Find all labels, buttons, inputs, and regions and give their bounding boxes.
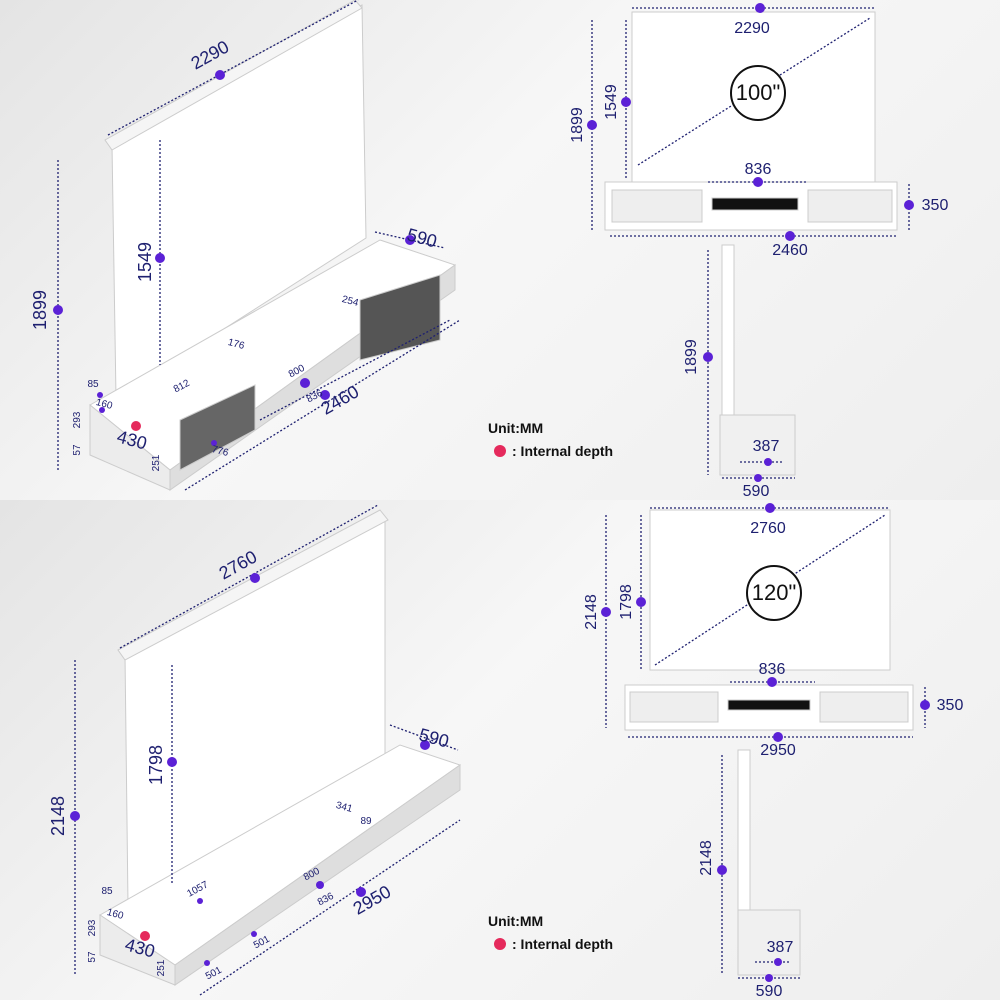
internal-depth-text: : Internal depth xyxy=(512,443,614,459)
diagonal-text: 120" xyxy=(751,580,797,605)
side-height: 1899 xyxy=(683,339,700,375)
side-cabinet xyxy=(719,414,796,476)
internal-depth-marker xyxy=(140,931,150,941)
drawing-120-inch xyxy=(70,503,930,996)
dim-85: 85 xyxy=(87,379,99,390)
dim-89: 89 xyxy=(360,816,372,827)
internal-depth-legend: : Internal depth xyxy=(494,443,613,459)
red-dot-icon xyxy=(494,445,506,457)
internal-depth-marker xyxy=(131,421,141,431)
red-dot-icon xyxy=(494,938,506,950)
front-width: 2290 xyxy=(734,20,770,37)
front-screen-height: 1798 xyxy=(618,584,635,620)
front-cab-height: 350 xyxy=(936,697,964,714)
unit-label: Unit:MM xyxy=(488,420,544,436)
dim-293: 293 xyxy=(72,411,83,429)
side-screen xyxy=(737,749,751,916)
front-screen-height: 1549 xyxy=(603,84,620,120)
dim-height-total: 2148 xyxy=(48,795,68,837)
dim-293: 293 xyxy=(87,919,98,937)
side-cabinet xyxy=(737,909,801,976)
side-inner: 387 xyxy=(766,939,794,956)
diagonal-badge: 100" xyxy=(730,65,786,121)
dim-height-total: 1899 xyxy=(30,289,50,331)
front-height-total: 2148 xyxy=(583,594,600,630)
front-cab-height: 350 xyxy=(921,197,949,214)
side-inner: 387 xyxy=(752,438,780,455)
internal-depth-legend: : Internal depth xyxy=(494,936,613,952)
panel-120-inch: 2760 2148 1798 590 2950 341 89 1057 800 … xyxy=(0,500,1000,1000)
panel-100-inch: 2290 1899 1549 590 2460 254 176 812 800 … xyxy=(0,0,1000,500)
side-depth: 590 xyxy=(742,483,770,500)
diagonal-badge: 120" xyxy=(746,565,802,621)
internal-depth-text: : Internal depth xyxy=(512,936,614,952)
drawing-100-inch xyxy=(53,0,914,491)
front-height-total: 1899 xyxy=(569,107,586,143)
unit-label: Unit:MM xyxy=(488,913,544,929)
dim-57: 57 xyxy=(87,951,98,963)
dim-screen-height: 1549 xyxy=(135,241,155,283)
front-length: 2460 xyxy=(772,242,808,259)
side-screen xyxy=(721,244,735,421)
diagonal-text: 100" xyxy=(735,80,781,105)
front-width: 2760 xyxy=(750,520,786,537)
dim-251: 251 xyxy=(151,454,162,472)
side-depth: 590 xyxy=(755,983,783,1000)
side-height: 2148 xyxy=(698,840,715,876)
dim-screen-height: 1798 xyxy=(146,744,166,786)
front-center: 836 xyxy=(758,661,786,678)
dim-85: 85 xyxy=(101,886,113,897)
dim-57: 57 xyxy=(72,444,83,456)
front-length: 2950 xyxy=(760,742,796,759)
dim-251: 251 xyxy=(156,959,167,977)
front-center: 836 xyxy=(744,161,772,178)
